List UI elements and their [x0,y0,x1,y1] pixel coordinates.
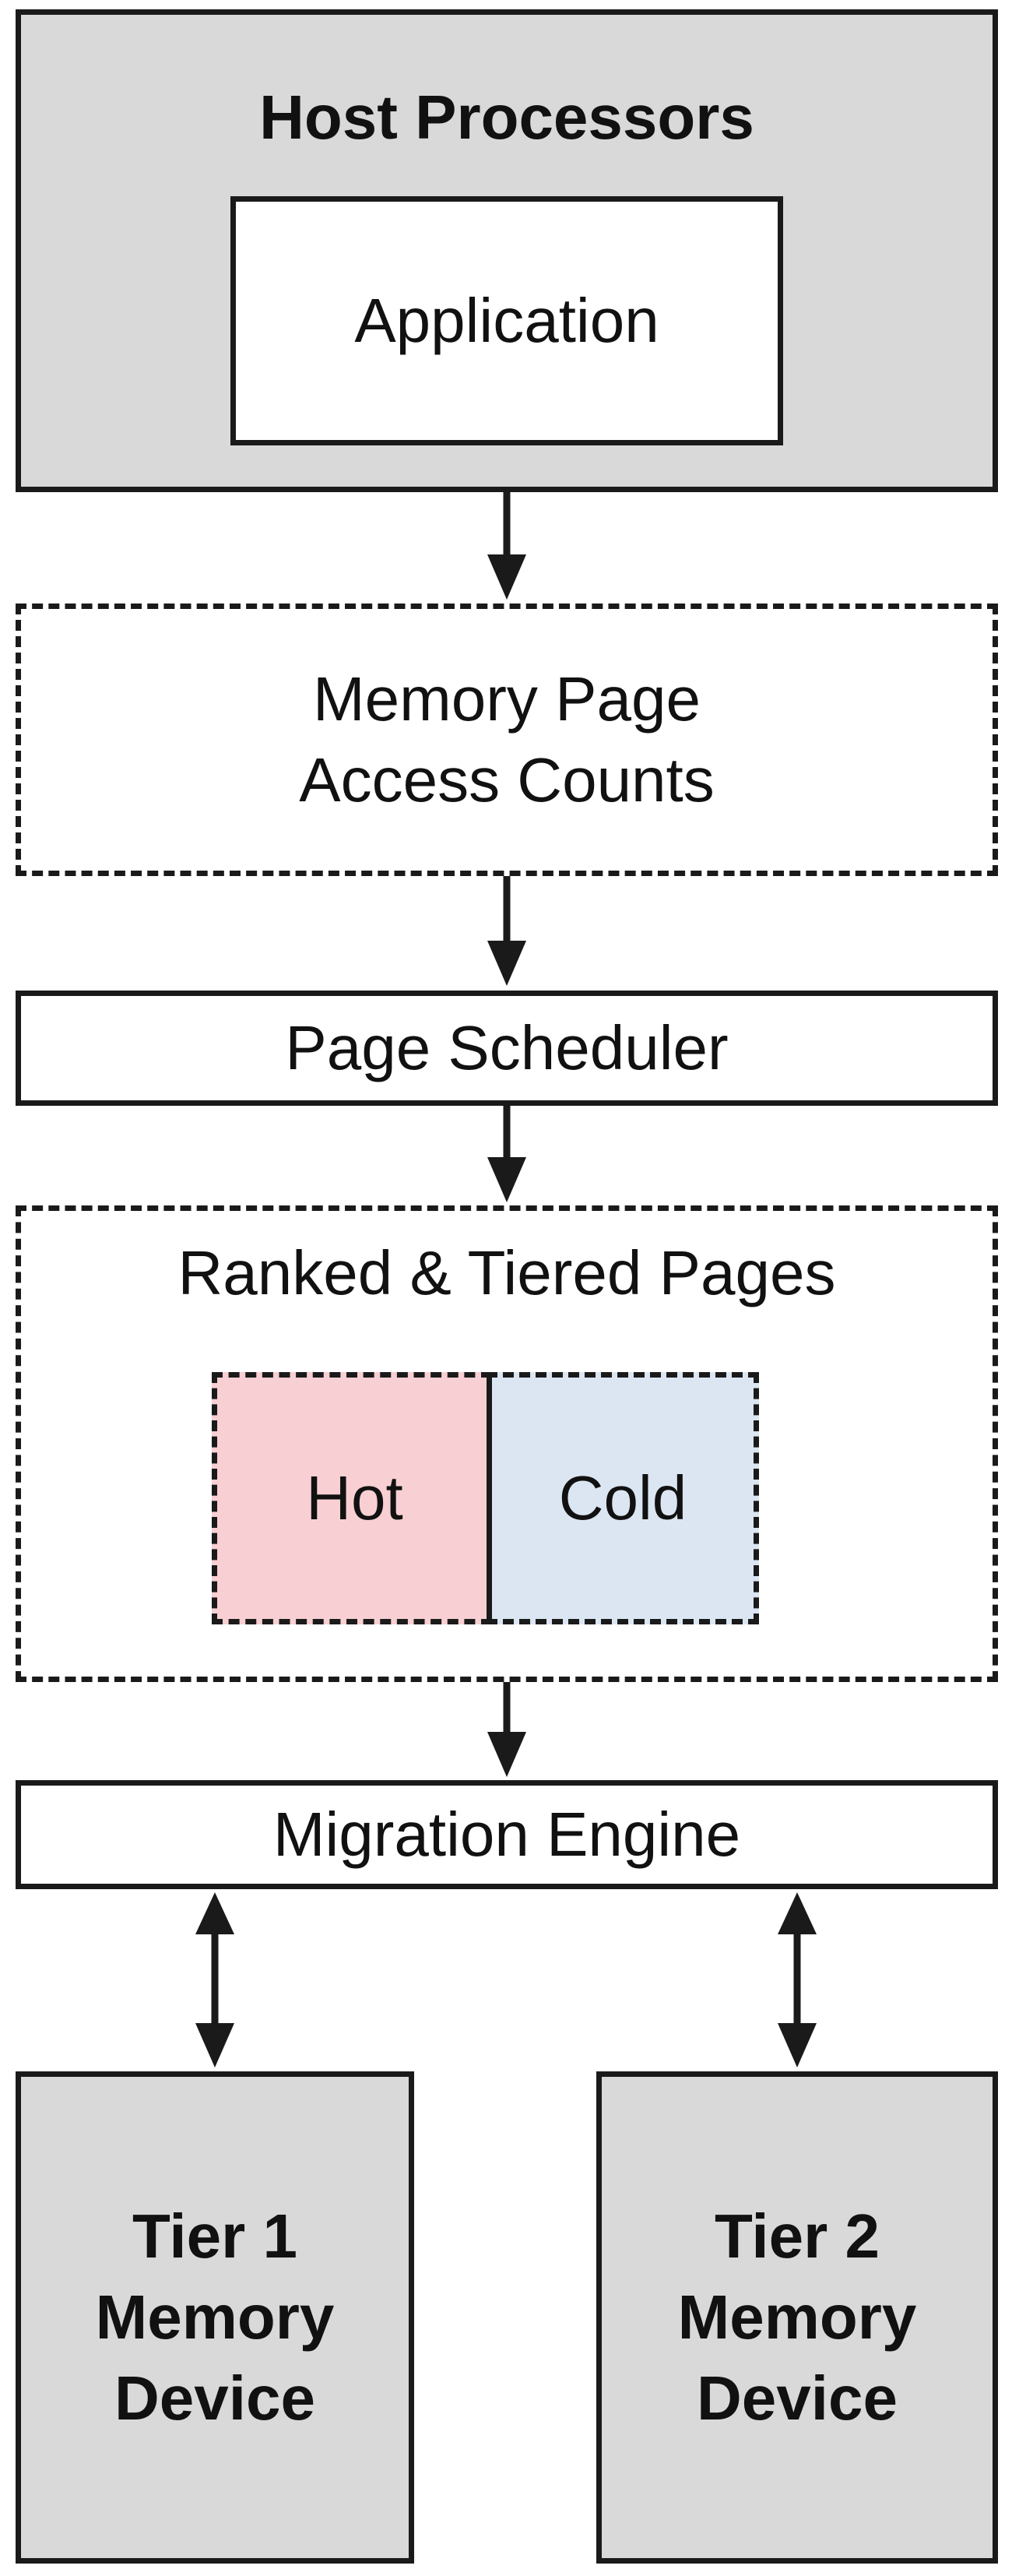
arrowhead-tier2-down [778,2023,817,2067]
migration-engine-box: Migration Engine [16,1780,998,1889]
tier2-label: Tier 2 Memory Device [678,2196,917,2439]
page-scheduler-label: Page Scheduler [285,1013,729,1082]
access-counts-line-2: Access Counts [299,745,715,815]
arrowhead-tier1-down [195,2023,234,2067]
access-counts-label: Memory Page Access Counts [299,659,715,821]
cold-label: Cold [558,1463,687,1533]
tier2-box: Tier 2 Memory Device [596,2071,998,2564]
hot-box: Hot [212,1372,492,1624]
hot-label: Hot [306,1463,403,1533]
tier1-line-1: Tier 1 [132,2201,297,2271]
arrowhead-tier1-up [195,1892,234,1934]
tier1-label: Tier 1 Memory Device [96,2196,335,2439]
tier2-line-2: Memory [677,2282,917,2352]
application-box: Application [230,196,783,445]
tier2-line-1: Tier 2 [714,2201,880,2271]
tier2-line-3: Device [697,2363,898,2433]
access-counts-line-1: Memory Page [313,664,701,734]
arrowhead-scheduler-to-ranked [487,1157,526,1202]
application-label: Application [354,286,659,355]
access-counts-box: Memory Page Access Counts [16,604,998,876]
tier1-line-3: Device [114,2363,315,2433]
arrowhead-counts-to-scheduler [487,941,526,986]
arrowhead-ranked-to-migration [487,1732,526,1777]
cold-box: Cold [487,1372,759,1624]
host-processors-label: Host Processors [259,83,754,152]
arrowhead-host-to-counts [487,554,526,600]
migration-engine-label: Migration Engine [272,1800,741,1869]
ranked-tiered-label: Ranked & Tiered Pages [177,1238,836,1307]
tier1-line-2: Memory [95,2282,335,2352]
tier1-box: Tier 1 Memory Device [16,2071,414,2564]
page-scheduler-box: Page Scheduler [16,991,998,1106]
arrowhead-tier2-up [778,1892,817,1934]
